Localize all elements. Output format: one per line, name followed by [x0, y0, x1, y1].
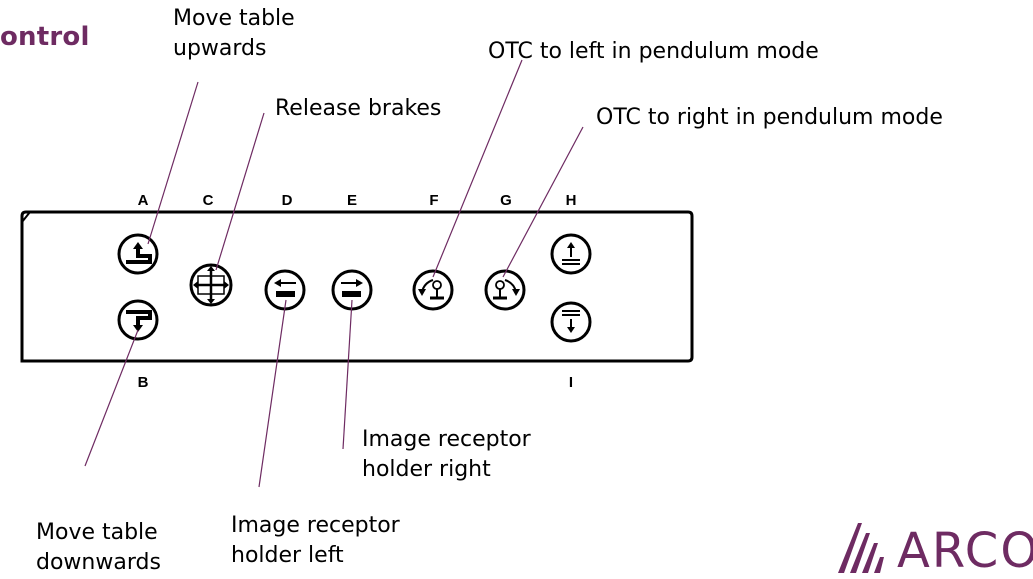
callout-receptor-left: Image receptor holder left [231, 511, 400, 571]
panel-inner-edge [21, 211, 31, 223]
callout-release-brakes: Release brakes [275, 94, 441, 124]
leader-otc-left [432, 59, 523, 278]
key-letter-h: H [566, 192, 577, 209]
key-letter-c: C [203, 192, 214, 209]
arrow-down-icon[interactable] [550, 301, 592, 343]
callout-text: holder left [231, 543, 344, 568]
callout-otc-right: OTC to right in pendulum mode [596, 103, 943, 133]
callout-text: upwards [173, 36, 267, 61]
key-letter-a: A [138, 192, 149, 209]
key-letter-i: I [569, 374, 573, 391]
key-letter-b: B [138, 374, 149, 391]
slide-title: ontrol [0, 22, 90, 52]
table-up-icon[interactable] [117, 233, 159, 275]
otc-left-icon[interactable] [412, 269, 454, 311]
key-letter-f: F [429, 192, 438, 209]
leader-release-brakes [215, 112, 265, 271]
leader-receptor-right [342, 299, 353, 450]
table-down-icon[interactable] [117, 299, 159, 341]
callout-text: holder right [362, 457, 491, 482]
otc-right-icon[interactable] [484, 269, 526, 311]
receptor-left-icon[interactable] [264, 269, 306, 311]
key-letter-g: G [500, 192, 512, 209]
leader-lines [84, 59, 584, 488]
receptor-right-icon[interactable] [331, 269, 373, 311]
leader-move-down [84, 329, 139, 467]
control-panel-outline [20, 210, 694, 363]
callout-text: Move table [173, 6, 295, 31]
callout-text: Release brakes [275, 96, 442, 121]
callout-move-table-downwards: Move table downwards [36, 518, 161, 578]
callout-move-table-upwards: Move table upwards [173, 4, 295, 64]
key-letter-d: D [282, 192, 293, 209]
callout-text: OTC to right in pendulum mode [596, 105, 943, 130]
callout-otc-left: OTC to left in pendulum mode [488, 37, 819, 67]
leader-receptor-left [258, 299, 287, 488]
callout-receptor-right: Image receptor holder right [362, 425, 531, 485]
callout-text: Move table [36, 520, 158, 545]
release-brakes-icon[interactable] [189, 263, 233, 307]
callout-text: OTC to left in pendulum mode [488, 39, 819, 64]
arrow-up-icon[interactable] [550, 233, 592, 275]
key-letter-e: E [347, 192, 357, 209]
leader-move-up [147, 81, 199, 245]
leader-otc-right [502, 126, 584, 278]
callout-text: Image receptor [362, 427, 531, 452]
callout-text: downwards [36, 550, 161, 575]
brand-wordmark: ARCO [897, 523, 1033, 579]
brand-logo-icon [838, 523, 884, 573]
callout-text: Image receptor [231, 513, 400, 538]
